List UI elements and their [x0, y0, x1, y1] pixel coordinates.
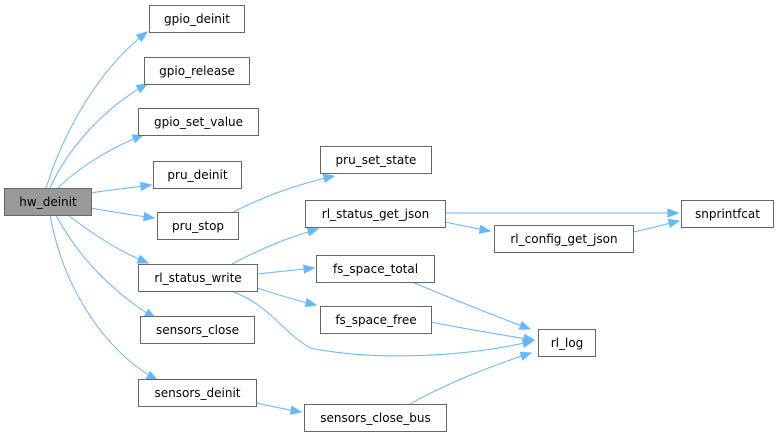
node-rl-config-get-json[interactable]: rl_config_get_json	[494, 225, 634, 253]
node-rl-log[interactable]: rl_log	[538, 329, 596, 357]
edge-hw_deinit-to-rl_status_write	[67, 214, 149, 264]
arrowhead-rl_status_write-to-fs_space_total	[303, 264, 316, 274]
node-label: rl_log	[551, 336, 584, 350]
node-fs-space-free[interactable]: fs_space_free	[320, 306, 432, 334]
edge-hw_deinit-to-sensors_deinit	[49, 214, 158, 381]
arrowhead-sensors_close_bus-to-rl_log	[519, 351, 533, 361]
arrowhead-hw_deinit-to-gpio_deinit	[135, 31, 149, 43]
arrowhead-rl_config_get_json-to-snprintfcat	[667, 218, 681, 229]
node-rl-status-get-json[interactable]: rl_status_get_json	[305, 200, 446, 228]
node-label: pru_stop	[172, 219, 224, 233]
node-label: rl_status_write	[154, 271, 241, 285]
nodes-layer: hw_deinit gpio_deinit gpio_release gpio_set…	[4, 5, 774, 432]
arrowhead-rl_status_get_json-to-rl_config_get_json	[478, 224, 492, 234]
arrowhead-hw_deinit-to-pru_deinit	[139, 181, 153, 192]
edge-rl_status_write-to-rl_status_get_json	[231, 228, 319, 265]
arrowhead-rl_status_get_json-to-snprintfcat	[667, 208, 680, 218]
node-label: fs_space_total	[333, 262, 418, 276]
node-label: gpio_deinit	[164, 12, 230, 26]
arrowhead-hw_deinit-to-gpio_release	[135, 83, 149, 94]
node-label: fs_space_free	[335, 313, 416, 327]
node-box	[144, 57, 250, 85]
node-box	[157, 212, 239, 240]
node-pru-deinit[interactable]: pru_deinit	[153, 161, 242, 189]
node-sensors-close[interactable]: sensors_close	[140, 316, 255, 344]
node-hw-deinit[interactable]: hw_deinit	[4, 188, 92, 216]
node-label: gpio_release	[159, 64, 235, 78]
node-box	[681, 200, 774, 228]
arrowhead-fs_space_free-to-rl_log	[522, 333, 536, 344]
node-label: sensors_deinit	[155, 386, 241, 400]
node-pru-set-state[interactable]: pru_set_state	[320, 146, 432, 174]
edge-fs_space_total-to-rl_log	[411, 281, 531, 330]
edge-hw_deinit-to-sensors_close	[55, 214, 156, 319]
node-rl-status-write[interactable]: rl_status_write	[138, 264, 258, 292]
arrowhead-pru_stop-to-pru_set_state	[322, 173, 336, 183]
node-pru-stop[interactable]: pru_stop	[157, 212, 239, 240]
node-label: pru_deinit	[167, 168, 227, 182]
edge-rl_status_write-to-rl_log	[230, 290, 534, 357]
node-box	[149, 5, 245, 33]
node-label: snprintfcat	[695, 207, 760, 221]
node-label: rl_config_get_json	[510, 232, 617, 246]
arrowhead-rl_status_write-to-fs_space_free	[304, 298, 318, 308]
node-label: sensors_close	[156, 323, 239, 337]
node-box	[4, 188, 92, 216]
node-box	[316, 255, 435, 283]
node-box	[538, 329, 596, 357]
node-box	[305, 200, 446, 228]
arrowhead-hw_deinit-to-gpio_set_value	[131, 134, 145, 144]
edge-sensors_close_bus-to-rl_log	[409, 352, 532, 405]
node-label: sensors_close_bus	[320, 411, 430, 425]
node-fs-space-total[interactable]: fs_space_total	[316, 255, 435, 283]
node-label: gpio_set_value	[154, 115, 243, 129]
node-box	[304, 404, 447, 432]
node-box	[138, 108, 259, 136]
edge-hw_deinit-to-gpio_release	[49, 83, 148, 189]
arrowhead-hw_deinit-to-rl_status_write	[136, 254, 150, 264]
node-sensors-deinit[interactable]: sensors_deinit	[138, 379, 257, 407]
arrowhead-sensors_deinit-to-sensors_close_bus	[289, 405, 303, 415]
node-label: pru_set_state	[336, 153, 417, 167]
node-box	[153, 161, 242, 189]
edges-layer	[45, 31, 681, 415]
edge-pru_stop-to-pru_set_state	[232, 175, 335, 213]
node-box	[138, 264, 258, 292]
node-box	[494, 225, 634, 253]
arrowhead-hw_deinit-to-sensors_deinit	[145, 370, 159, 381]
node-label: hw_deinit	[19, 195, 77, 209]
node-box	[138, 379, 257, 407]
node-box	[140, 316, 255, 344]
edge-hw_deinit-to-gpio_deinit	[45, 31, 148, 189]
node-gpio-set-value[interactable]: gpio_set_value	[138, 108, 259, 136]
node-label: rl_status_get_json	[322, 207, 429, 221]
node-sensors-close-bus[interactable]: sensors_close_bus	[304, 404, 447, 432]
arrowhead-hw_deinit-to-pru_stop	[142, 211, 156, 222]
edge-fs_space_free-to-rl_log	[430, 321, 535, 341]
arrowhead-rl_status_write-to-rl_status_get_json	[306, 227, 320, 237]
arrowhead-fs_space_total-to-rl_log	[518, 320, 532, 330]
node-snprintfcat[interactable]: snprintfcat	[681, 200, 774, 228]
edge-hw_deinit-to-gpio_set_value	[57, 134, 144, 189]
node-box	[320, 306, 432, 334]
node-box	[320, 146, 432, 174]
node-gpio-release[interactable]: gpio_release	[144, 57, 250, 85]
node-gpio-deinit[interactable]: gpio_deinit	[149, 5, 245, 33]
